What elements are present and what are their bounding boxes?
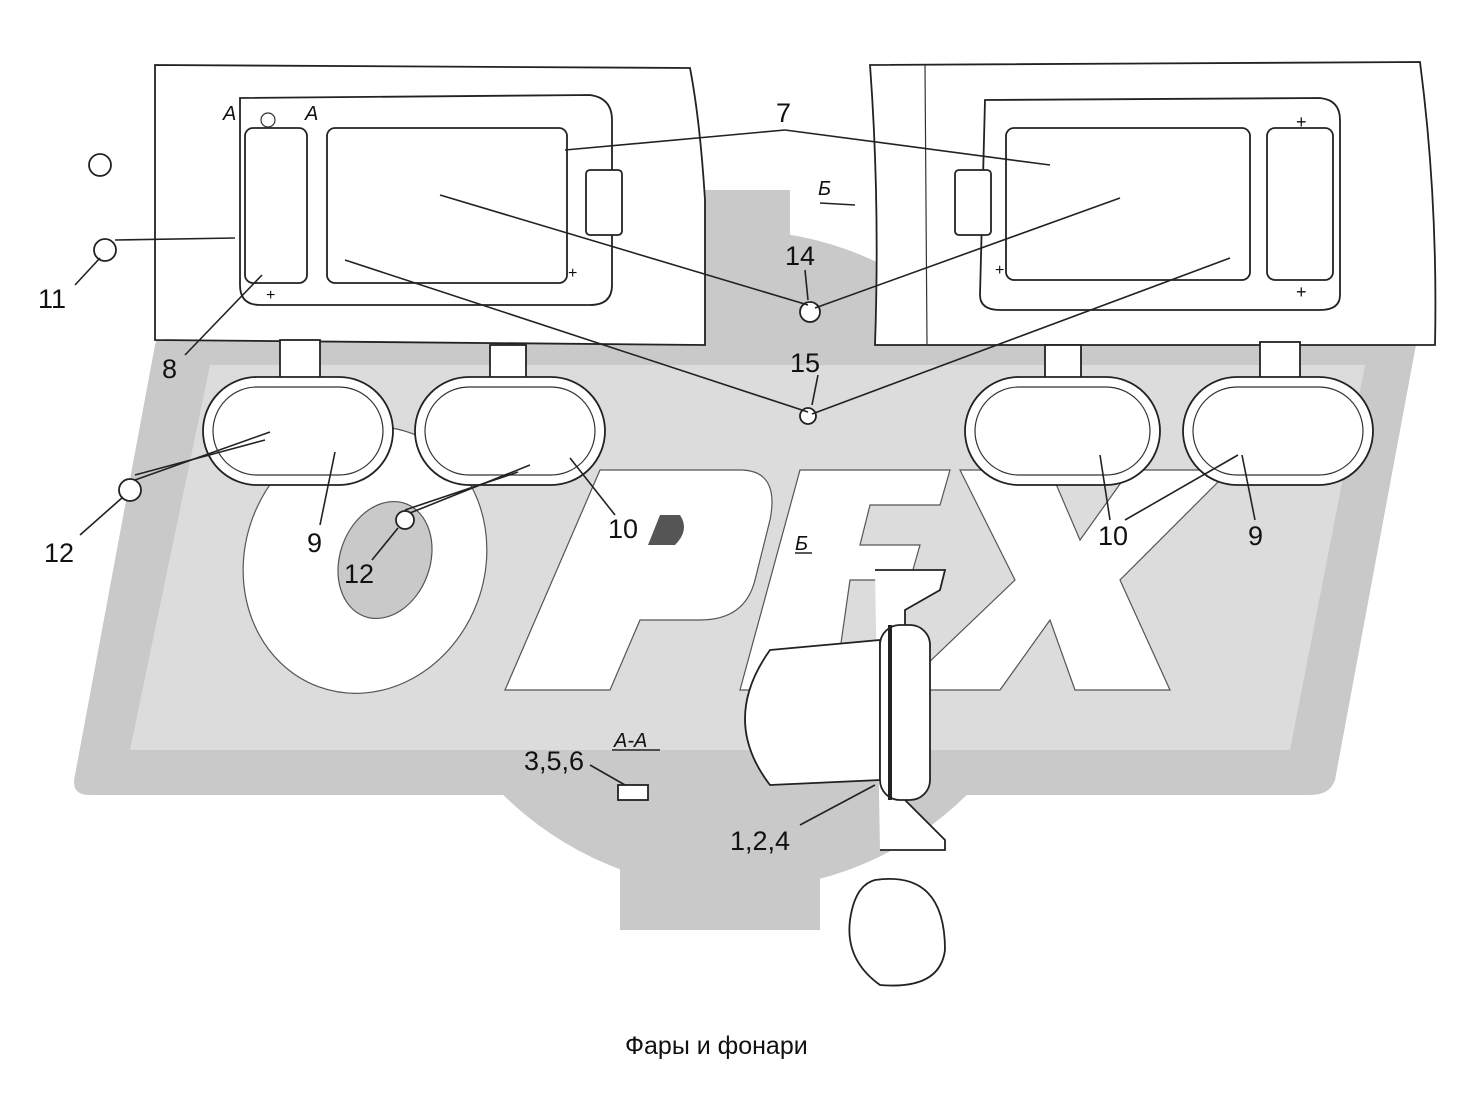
svg-text:+: + <box>1296 282 1307 302</box>
label-15: 15 <box>790 348 820 378</box>
diagram-caption: Фары и фонари <box>625 1032 808 1060</box>
label-7: 7 <box>776 98 791 128</box>
label-10-right: 10 <box>1098 521 1128 551</box>
label-9-right: 9 <box>1248 521 1263 551</box>
svg-text:+: + <box>995 262 1004 279</box>
section-mark-a-left: А <box>222 103 236 125</box>
svg-text:+: + <box>1296 112 1307 132</box>
fog-lamps <box>202 339 1374 486</box>
label-12-mid: 12 <box>344 559 374 589</box>
headlight-side-view <box>744 569 947 987</box>
label-1-2-4: 1,2,4 <box>730 826 790 856</box>
leader-lines <box>74 129 1256 826</box>
label-12-left: 12 <box>44 538 74 568</box>
right-headlight-block: + + + <box>869 61 1437 346</box>
label-3-5-6: 3,5,6 <box>524 746 584 776</box>
svg-text:+: + <box>568 265 577 282</box>
label-8: 8 <box>162 354 177 384</box>
section-aa-label: А-А <box>613 730 647 752</box>
bulbs <box>88 153 821 801</box>
svg-text:+: + <box>266 287 275 304</box>
label-11: 11 <box>38 284 66 314</box>
label-14: 14 <box>785 241 815 271</box>
view-b-label: Б <box>795 533 808 555</box>
left-headlight-block: + + <box>154 64 706 346</box>
section-mark-a-right: А <box>304 103 318 125</box>
label-9-left: 9 <box>307 528 322 558</box>
view-b-arrow-label: Б <box>818 178 831 200</box>
label-10-left: 10 <box>608 514 638 544</box>
